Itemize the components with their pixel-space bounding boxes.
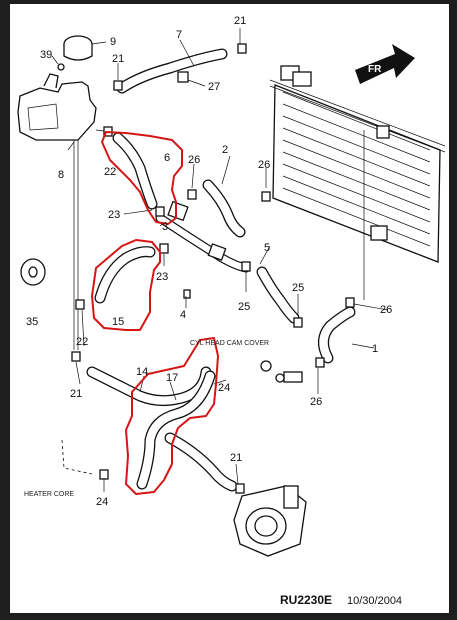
hose-5 [256,266,300,324]
highlight-hoses-14-17 [125,337,219,495]
callout-4: 4 [180,309,186,321]
fr-label: FR [368,64,382,75]
reservoir-cap [63,35,93,61]
callout-25-a: 25 [238,301,250,313]
callout-2: 2 [222,144,228,156]
callout-27: 27 [208,81,220,93]
callout-25-b: 25 [292,282,304,294]
callout-9: 9 [110,36,116,48]
highlight-hose-6 [101,131,183,225]
diagram-id: RU2230E [280,593,332,607]
callout-21-top: 21 [234,15,246,27]
lower-hose-1 [318,306,356,364]
callout-5: 5 [264,242,270,254]
callout-17: 17 [166,372,178,384]
thermostat-cluster [260,360,303,383]
callout-22-upper: 22 [104,166,116,178]
callout-7: 7 [176,29,182,41]
callout-21-left: 21 [112,53,124,65]
callout-26-d: 26 [310,396,322,408]
callout-24-bottom: 24 [96,496,108,508]
heater-core-outline [61,439,93,475]
callout-1: 1 [372,343,378,355]
callout-3: 3 [162,221,168,233]
bolt-39 [57,63,65,71]
front-arrow: FR [355,44,415,84]
callout-39: 39 [40,49,52,61]
heater-hoses-14-17 [86,366,238,492]
callout-14: 14 [136,366,148,378]
throttle-body [233,485,307,557]
upper-hose-2 [202,179,246,238]
callout-26-c: 26 [380,304,392,316]
cam-cover-label: CYL HEAD CAM COVER [190,340,269,347]
hose-6 [112,132,158,210]
coolant-pipe-3 [155,200,251,273]
reservoir-tube [73,140,79,350]
highlight-hose-15 [91,239,161,331]
coolant-reservoir [17,73,97,141]
washer-35 [20,258,46,286]
hose-15 [94,246,156,304]
callout-8: 8 [58,169,64,181]
radiator [269,65,446,263]
callout-15: 15 [112,316,124,328]
callout-24-right: 24 [218,382,230,394]
callout-22-lower: 22 [76,336,88,348]
callout-23-a: 23 [108,209,120,221]
callout-26-a: 26 [188,154,200,166]
callout-6: 6 [164,152,170,164]
callout-numbers: 21 7 9 39 21 27 8 22 6 26 2 26 23 3 23 5… [26,15,392,508]
callout-26-b: 26 [258,159,270,171]
callout-35: 35 [26,316,38,328]
heater-core-label: HEATER CORE [24,491,74,498]
callout-21-bottom: 21 [230,452,242,464]
callout-23-b: 23 [156,271,168,283]
callout-21-mid: 21 [70,388,82,400]
hose-7 [116,48,228,94]
diagram-date: 10/30/2004 [347,595,402,607]
